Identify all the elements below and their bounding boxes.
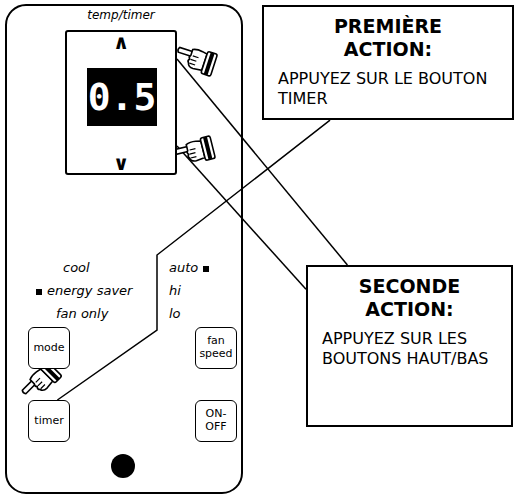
remote-button: fan speed — [195, 327, 237, 369]
mode-label: fan only — [55, 306, 109, 321]
button-label: timer — [34, 415, 63, 428]
remote-button: ON-OFF — [195, 400, 237, 442]
display-frame: temp/timer∧∨0.5 — [65, 30, 177, 175]
indicator-square — [36, 289, 42, 295]
callout-title: PREMIÈRE ACTION: — [308, 15, 468, 61]
sensor-dot — [111, 454, 135, 478]
mode-label: hi — [168, 283, 182, 298]
remote-button: timer — [28, 400, 70, 442]
callout-body: APPUYEZ SUR LES BOUTONS HAUT/BAS — [322, 329, 497, 371]
button-label: fan speed — [198, 335, 234, 360]
hand-pointer — [172, 136, 215, 168]
callout-title: SECONDE ACTION: — [335, 275, 485, 321]
button-label: mode — [33, 342, 64, 355]
button-label: ON-OFF — [198, 408, 234, 433]
mode-label: cool — [62, 260, 91, 275]
remote-button: mode — [28, 327, 70, 369]
mode-label: auto — [168, 260, 199, 275]
arrow-key: ∧ — [67, 32, 175, 52]
callout-box: SECONDE ACTION: APPUYEZ SUR LES BOUTONS H… — [306, 265, 513, 427]
hand-pointer — [173, 42, 217, 76]
mode-label: energy saver — [46, 283, 133, 298]
indicator-square — [203, 266, 209, 272]
digital-readout: 0.5 — [87, 68, 157, 126]
readout-value: 0.5 — [88, 78, 157, 116]
callout-box: PREMIÈRE ACTION: APPUYEZ SUR LE BOUTON TI… — [262, 5, 514, 120]
remote-body — [6, 5, 242, 493]
mode-label: lo — [168, 306, 182, 321]
hand-pointer — [18, 360, 62, 404]
callout-body: APPUYEZ SUR LE BOUTON TIMER — [278, 69, 498, 111]
display-heading: temp/timer — [67, 8, 175, 22]
arrow-key: ∨ — [67, 153, 175, 173]
